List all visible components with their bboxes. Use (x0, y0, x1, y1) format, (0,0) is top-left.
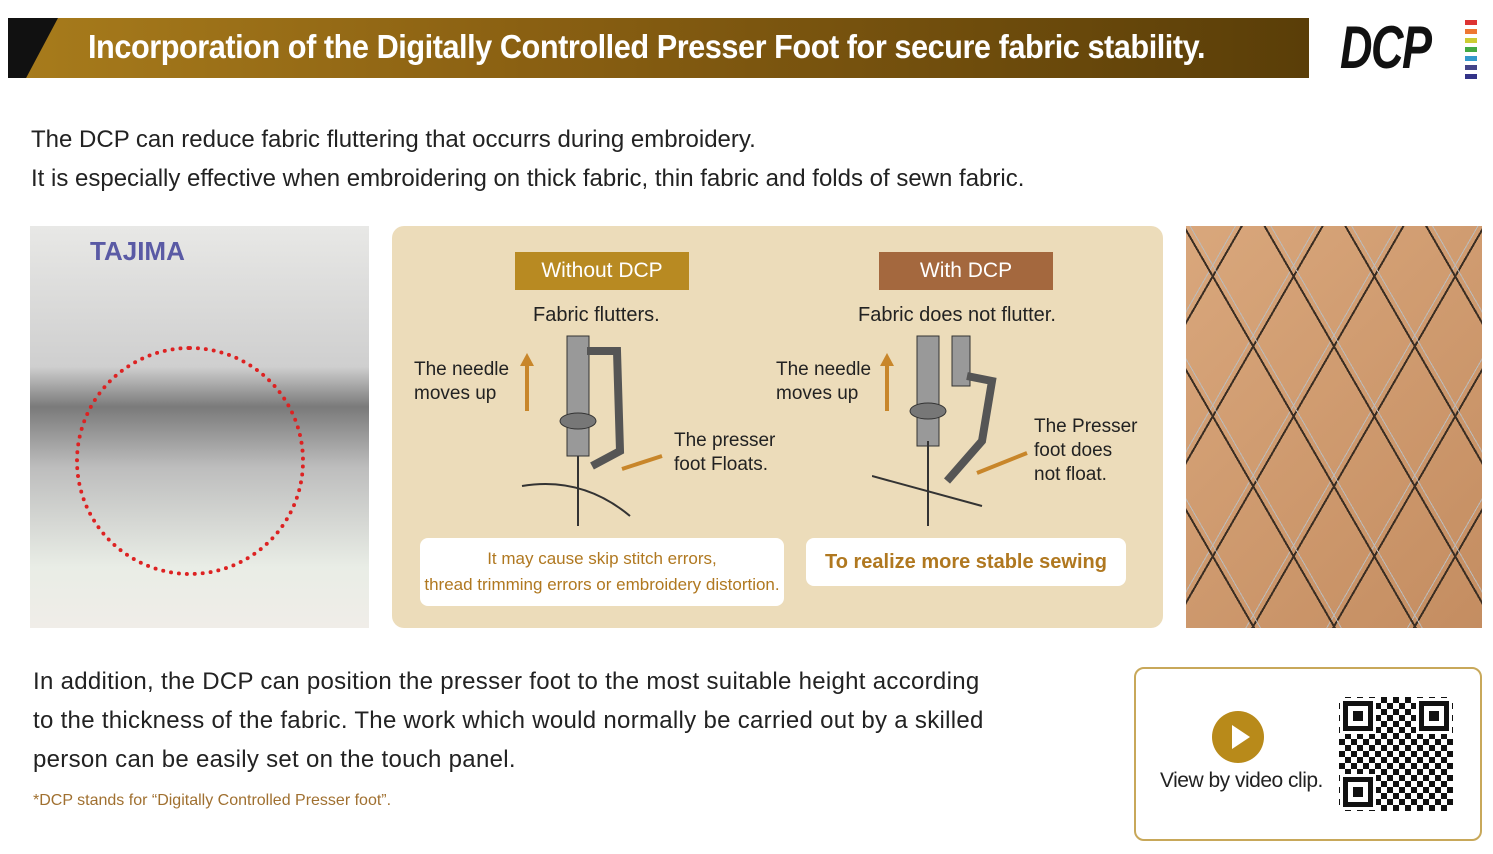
without-dcp-tag: Without DCP (515, 252, 689, 290)
with-result-callout: To realize more stable sewing (806, 538, 1126, 586)
play-icon[interactable] (1212, 711, 1264, 763)
page-title: Incorporation of the Digitally Controlle… (88, 28, 1206, 65)
without-caption: Fabric flutters. (533, 304, 660, 326)
embroidery-machine-photo: TAJIMA (30, 226, 369, 628)
quilted-fabric-photo (1186, 226, 1482, 628)
video-label[interactable]: View by video clip. (1160, 769, 1323, 792)
outro-line: person can be easily set on the touch pa… (33, 746, 516, 773)
footnote: *DCP stands for “Digitally Controlled Pr… (33, 792, 392, 809)
brand-label: TAJIMA (90, 236, 185, 266)
intro-line: The DCP can reduce fabric fluttering tha… (31, 126, 756, 153)
intro-line: It is especially effective when embroide… (31, 165, 1025, 192)
video-clip-card[interactable]: View by video clip. (1134, 667, 1482, 841)
dcp-logo: DCP (1340, 16, 1485, 80)
logo-text: DCP (1340, 14, 1432, 81)
comparison-panel: Without DCP With DCP Fabric flutters. Fa… (392, 226, 1163, 628)
logo-color-bars (1465, 20, 1477, 83)
qr-code-icon (1339, 697, 1453, 811)
presser-foot-stable-diagram (872, 335, 1028, 526)
with-caption: Fabric does not flutter. (858, 304, 1056, 326)
outro-line: to the thickness of the fabric. The work… (33, 707, 984, 734)
without-result-callout: It may cause skip stitch errors,thread t… (420, 538, 784, 606)
highlight-circle (75, 346, 305, 576)
outro-text: In addition, the DCP can position the pr… (33, 662, 1103, 779)
outro-line: In addition, the DCP can position the pr… (33, 668, 980, 695)
intro-text: The DCP can reduce fabric fluttering tha… (31, 120, 1024, 198)
presser-foot-floating-diagram (520, 335, 663, 526)
title-banner: Incorporation of the Digitally Controlle… (8, 18, 1309, 78)
with-dcp-tag: With DCP (879, 252, 1053, 290)
